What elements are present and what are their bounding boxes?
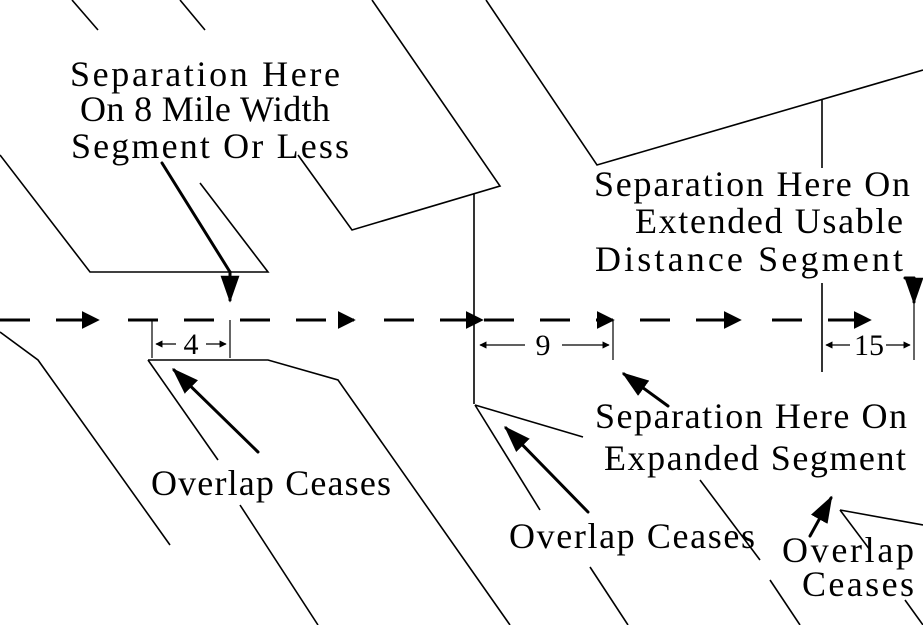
leader-sep-extended (903, 276, 923, 305)
lower-boundary-left (0, 331, 171, 546)
dimension-15: 15 (825, 300, 915, 362)
lower-diagonal-right-3 (699, 479, 761, 561)
label-sep-expanded-line2: Expanded Segment (604, 438, 906, 478)
lower-diagonal-center (147, 359, 219, 461)
label-overlap-1: Overlap Ceases (151, 463, 391, 503)
label-overlap-2: Overlap Ceases (509, 516, 755, 556)
lower-boundary-right (474, 404, 584, 438)
dimension-9-label: 9 (536, 329, 551, 362)
label-sep-expanded: Separation Here On Expanded Segment (595, 396, 907, 478)
leader-overlap-1 (172, 368, 260, 454)
lower-diagonal-right-4 (769, 579, 801, 625)
dimension-4-label: 4 (184, 328, 199, 361)
label-overlap-3: Overlap Ceases (782, 530, 914, 604)
label-sep-8mile: Separation Here On 8 Mile Width Segment … (70, 54, 349, 166)
lower-diagonal-far-right-2 (904, 599, 923, 625)
lower-diagonal-right (474, 404, 541, 511)
dimension-4: 4 (151, 320, 231, 361)
lower-diagonal-far-right (839, 509, 871, 551)
label-sep-extended-line2: Extended Usable (635, 201, 903, 241)
label-sep-8mile-line3: Segment Or Less (71, 126, 349, 166)
upper-diagonal-left-2 (179, 0, 206, 31)
lower-boundary-far-right (839, 509, 923, 526)
label-sep-8mile-line1: Separation Here (70, 54, 340, 94)
leader-overlap-2 (504, 426, 590, 514)
label-sep-extended: Separation Here On Extended Usable Dista… (594, 164, 910, 279)
lower-diagonal-right-2 (589, 566, 629, 625)
label-overlap-3-line2: Ceases (802, 564, 914, 604)
upper-diagonal-left (71, 0, 99, 31)
label-sep-extended-line1: Separation Here On (594, 164, 910, 204)
label-sep-8mile-line2: On 8 Mile Width (80, 89, 330, 129)
label-sep-expanded-line1: Separation Here On (595, 396, 907, 436)
label-sep-extended-line3: Distance Segment (595, 239, 903, 279)
dimension-9: 9 (479, 320, 614, 362)
upper-boundary-right (485, 0, 923, 166)
leader-sep-expanded (621, 372, 670, 408)
lower-diagonal-left-2 (239, 504, 319, 625)
leader-overlap-3 (808, 495, 833, 538)
leader-sep-8mile (160, 161, 240, 303)
lower-boundary-center (148, 359, 511, 625)
upper-boundary-left (0, 154, 270, 273)
dimension-15-label: 15 (854, 329, 884, 362)
upper-boundary-middle (297, 0, 502, 231)
